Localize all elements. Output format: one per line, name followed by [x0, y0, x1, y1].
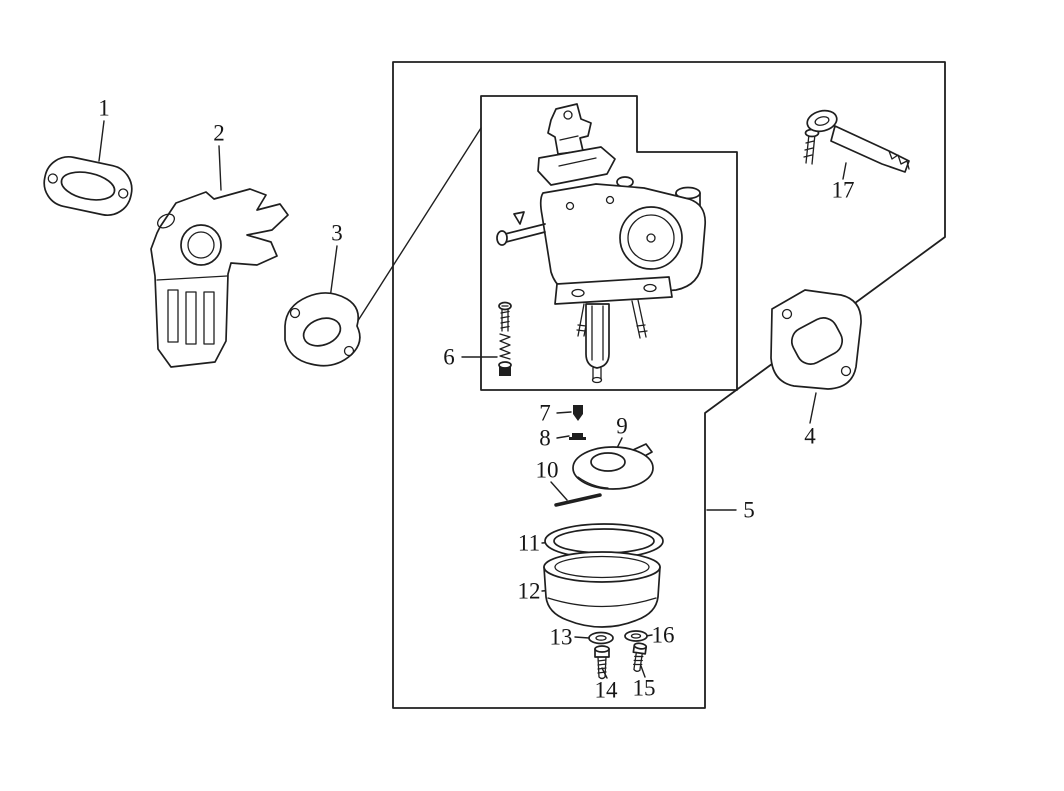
part-label-6: 6	[443, 345, 455, 370]
carburetor-assembly	[496, 103, 707, 384]
part-label-13: 13	[550, 625, 573, 650]
gasket3-outline	[284, 292, 361, 367]
insulator-outline	[150, 188, 289, 368]
mounting-flange	[554, 276, 673, 305]
choke-plate	[537, 146, 616, 186]
part-12-float-bowl	[543, 551, 661, 628]
main-jet-tube	[585, 303, 610, 369]
part-7-float-needle	[573, 405, 583, 421]
lever-serration	[888, 150, 910, 170]
part-9-float	[572, 443, 654, 490]
part-label-3: 3	[331, 221, 343, 246]
lever-arm	[830, 125, 910, 173]
gasket1-outline	[43, 156, 133, 216]
throttle-shaft	[504, 211, 546, 243]
part-6-pilot-screw-set	[498, 301, 512, 376]
lever-head	[806, 109, 838, 133]
part-label-9: 9	[616, 414, 628, 439]
part-label-14: 14	[595, 678, 619, 703]
part-label-15: 15	[633, 676, 656, 701]
carburetor-sub-box	[480, 95, 738, 391]
outer-assembly-box	[392, 61, 946, 709]
part-2-insulator	[150, 188, 289, 368]
gasket3-port-hole	[302, 317, 342, 347]
assembly-boundary-boxes	[351, 61, 946, 709]
part-label-10: 10	[536, 458, 559, 483]
bowl-body	[543, 566, 661, 628]
bowl-rim	[543, 551, 661, 583]
part-label-4: 4	[804, 424, 816, 449]
screw-nut	[499, 366, 511, 376]
part-label-12: 12	[518, 579, 541, 604]
gasket1-port-hole	[60, 171, 116, 201]
part-label-5: 5	[743, 498, 755, 523]
insulator-bore	[180, 224, 222, 266]
pump-tower	[547, 103, 592, 155]
insulator-slots	[156, 275, 228, 345]
part-label-16: 16	[652, 623, 675, 648]
gasket3-assembly-line	[351, 127, 482, 331]
part-3-gasket	[284, 292, 361, 367]
part-10-float-pin	[554, 493, 602, 507]
screw-spring	[499, 333, 511, 360]
part-label-1: 1	[98, 96, 110, 121]
part-label-7: 7	[539, 401, 551, 426]
gasket4-port-hole	[790, 317, 844, 365]
part-15-bolt	[632, 642, 648, 673]
part-14-bolt	[594, 645, 610, 680]
part-4-gasket	[770, 289, 862, 390]
lever-screw	[803, 133, 816, 165]
part-label-2: 2	[213, 121, 225, 146]
gasket4-outline	[770, 289, 862, 390]
part-8-needle-seat	[569, 433, 586, 440]
part-17-choke-lever	[803, 109, 910, 173]
part-16-washer	[624, 630, 648, 642]
part-11-bowl-gasket	[544, 523, 664, 559]
part-label-8: 8	[539, 426, 551, 451]
part-label-11: 11	[518, 531, 540, 556]
part-label-17: 17	[832, 178, 855, 203]
part-13-washer	[588, 631, 614, 645]
part-1-gasket	[43, 156, 133, 216]
venturi-bore	[619, 206, 683, 270]
